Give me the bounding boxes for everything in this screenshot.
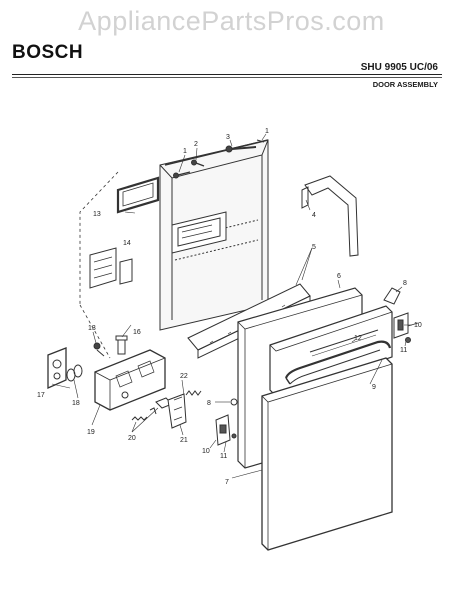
callout-4: 4 (312, 212, 316, 219)
rinse-aid-bracket (89, 247, 133, 289)
model-number: SHU 9905 UC/06 (360, 62, 438, 73)
outer-door-panel (261, 357, 393, 551)
small-valve-parts (93, 335, 128, 357)
callout-17: 17 (37, 392, 45, 399)
watermark-text: AppliancePartsPros.com (78, 6, 385, 36)
callout-8-b: 8 (207, 400, 211, 407)
callout-1-b: 1 (265, 128, 269, 135)
callout-13-a: 13 (93, 211, 101, 218)
o-rings (66, 364, 83, 382)
control-panel-frame (269, 305, 393, 397)
door-handle (284, 340, 392, 385)
callout-2: 2 (194, 141, 198, 148)
callout-14: 14 (123, 240, 131, 247)
inner-door-liner (159, 139, 269, 331)
callout-8-a: 8 (403, 280, 407, 287)
callout-22: 22 (180, 373, 188, 380)
brand-logo: BOSCH (12, 42, 84, 63)
callout-20: 20 (128, 435, 136, 442)
callout-1-a: 1 (183, 148, 187, 155)
door-hinge-arm (301, 175, 359, 257)
dispenser-gasket (116, 176, 160, 214)
dispenser-seal-cover (47, 347, 67, 390)
callout-11-b: 11 (220, 453, 227, 460)
callout-5: 5 (312, 244, 316, 251)
door-latch-right (393, 312, 419, 343)
callout-21: 21 (180, 437, 188, 444)
callout-3: 3 (226, 134, 230, 141)
callout-9: 9 (372, 384, 376, 391)
screws-top (173, 139, 265, 179)
callout-labels: 1 2 3 1 13 14 4 5 8 6 13 16 10 12 11 17 … (37, 128, 422, 486)
callout-6: 6 (337, 273, 341, 280)
callout-11-a: 11 (400, 347, 407, 354)
callout-10-b: 10 (202, 448, 210, 455)
door-latch-center (215, 398, 238, 446)
callout-7: 7 (225, 479, 229, 486)
detergent-dispenser-body (94, 349, 166, 411)
callout-12: 12 (354, 335, 362, 342)
springs-and-lever (131, 390, 202, 429)
callout-16: 16 (133, 329, 141, 336)
section-title: DOOR ASSEMBLY (372, 80, 438, 89)
callout-10-a: 10 (414, 322, 422, 329)
header-rule-bottom (12, 77, 442, 78)
callout-18: 18 (72, 400, 80, 407)
callout-19: 19 (87, 429, 95, 436)
header-rule-top (12, 74, 442, 75)
callout-13-b: 13 (88, 325, 96, 332)
